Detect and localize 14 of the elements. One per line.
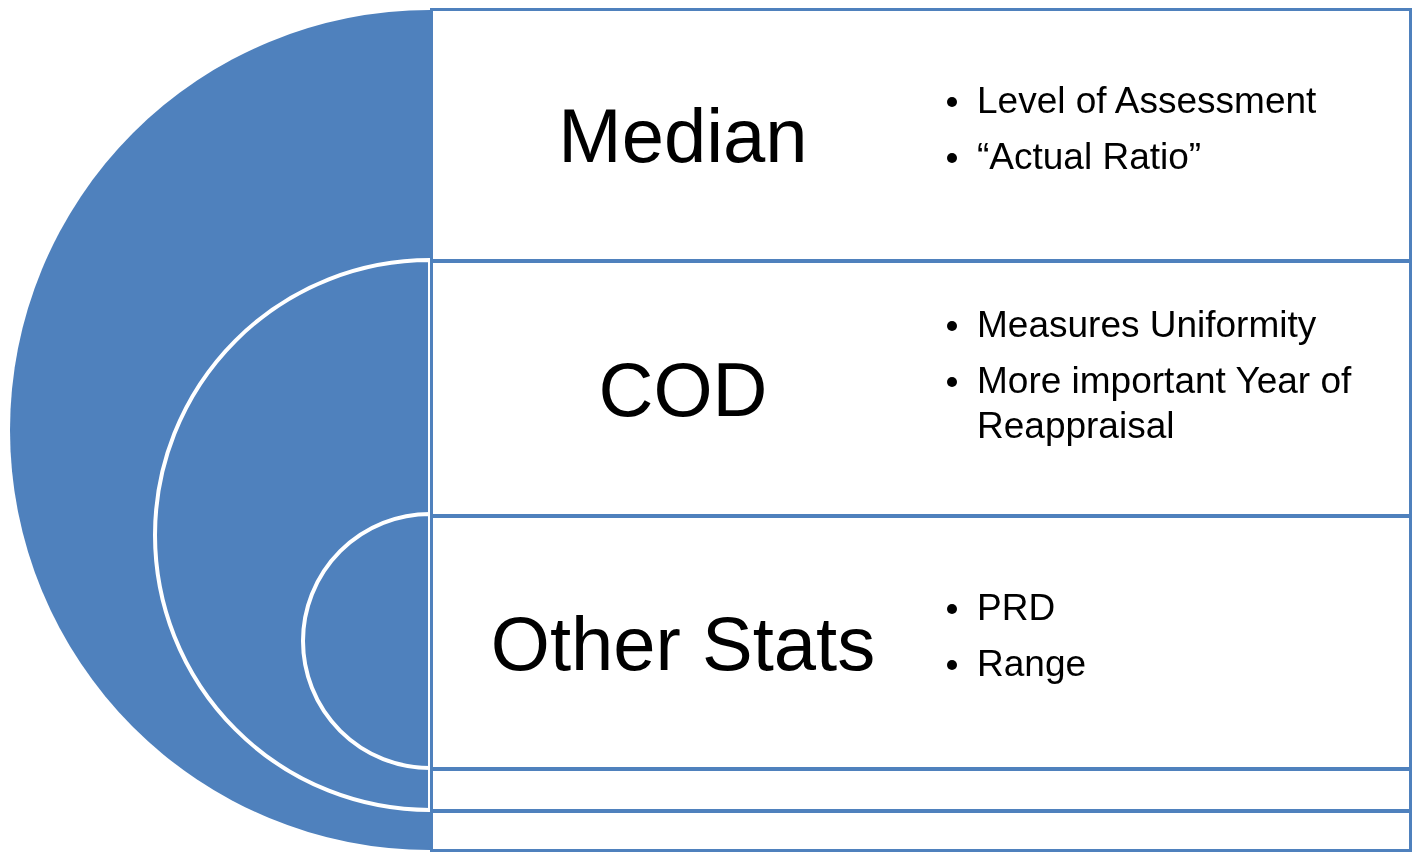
bullet-text: Level of Assessment [977, 80, 1317, 121]
row-panel [430, 768, 1412, 812]
bullet-text: PRD [977, 587, 1056, 628]
row-heading: COD [597, 351, 769, 428]
row-panel [430, 515, 1412, 770]
row-panel [430, 8, 1412, 262]
bullet-text: Measures Uniformity [977, 304, 1317, 345]
row-panel [430, 810, 1412, 852]
row-heading: Other Stats [489, 605, 877, 682]
bullet-text: More important Year of Reappraisal [977, 360, 1352, 446]
bullet-text: “Actual Ratio” [977, 136, 1202, 178]
row-heading: Median [557, 98, 809, 174]
bullet-text: Range [977, 643, 1087, 685]
row-panel [430, 260, 1412, 517]
